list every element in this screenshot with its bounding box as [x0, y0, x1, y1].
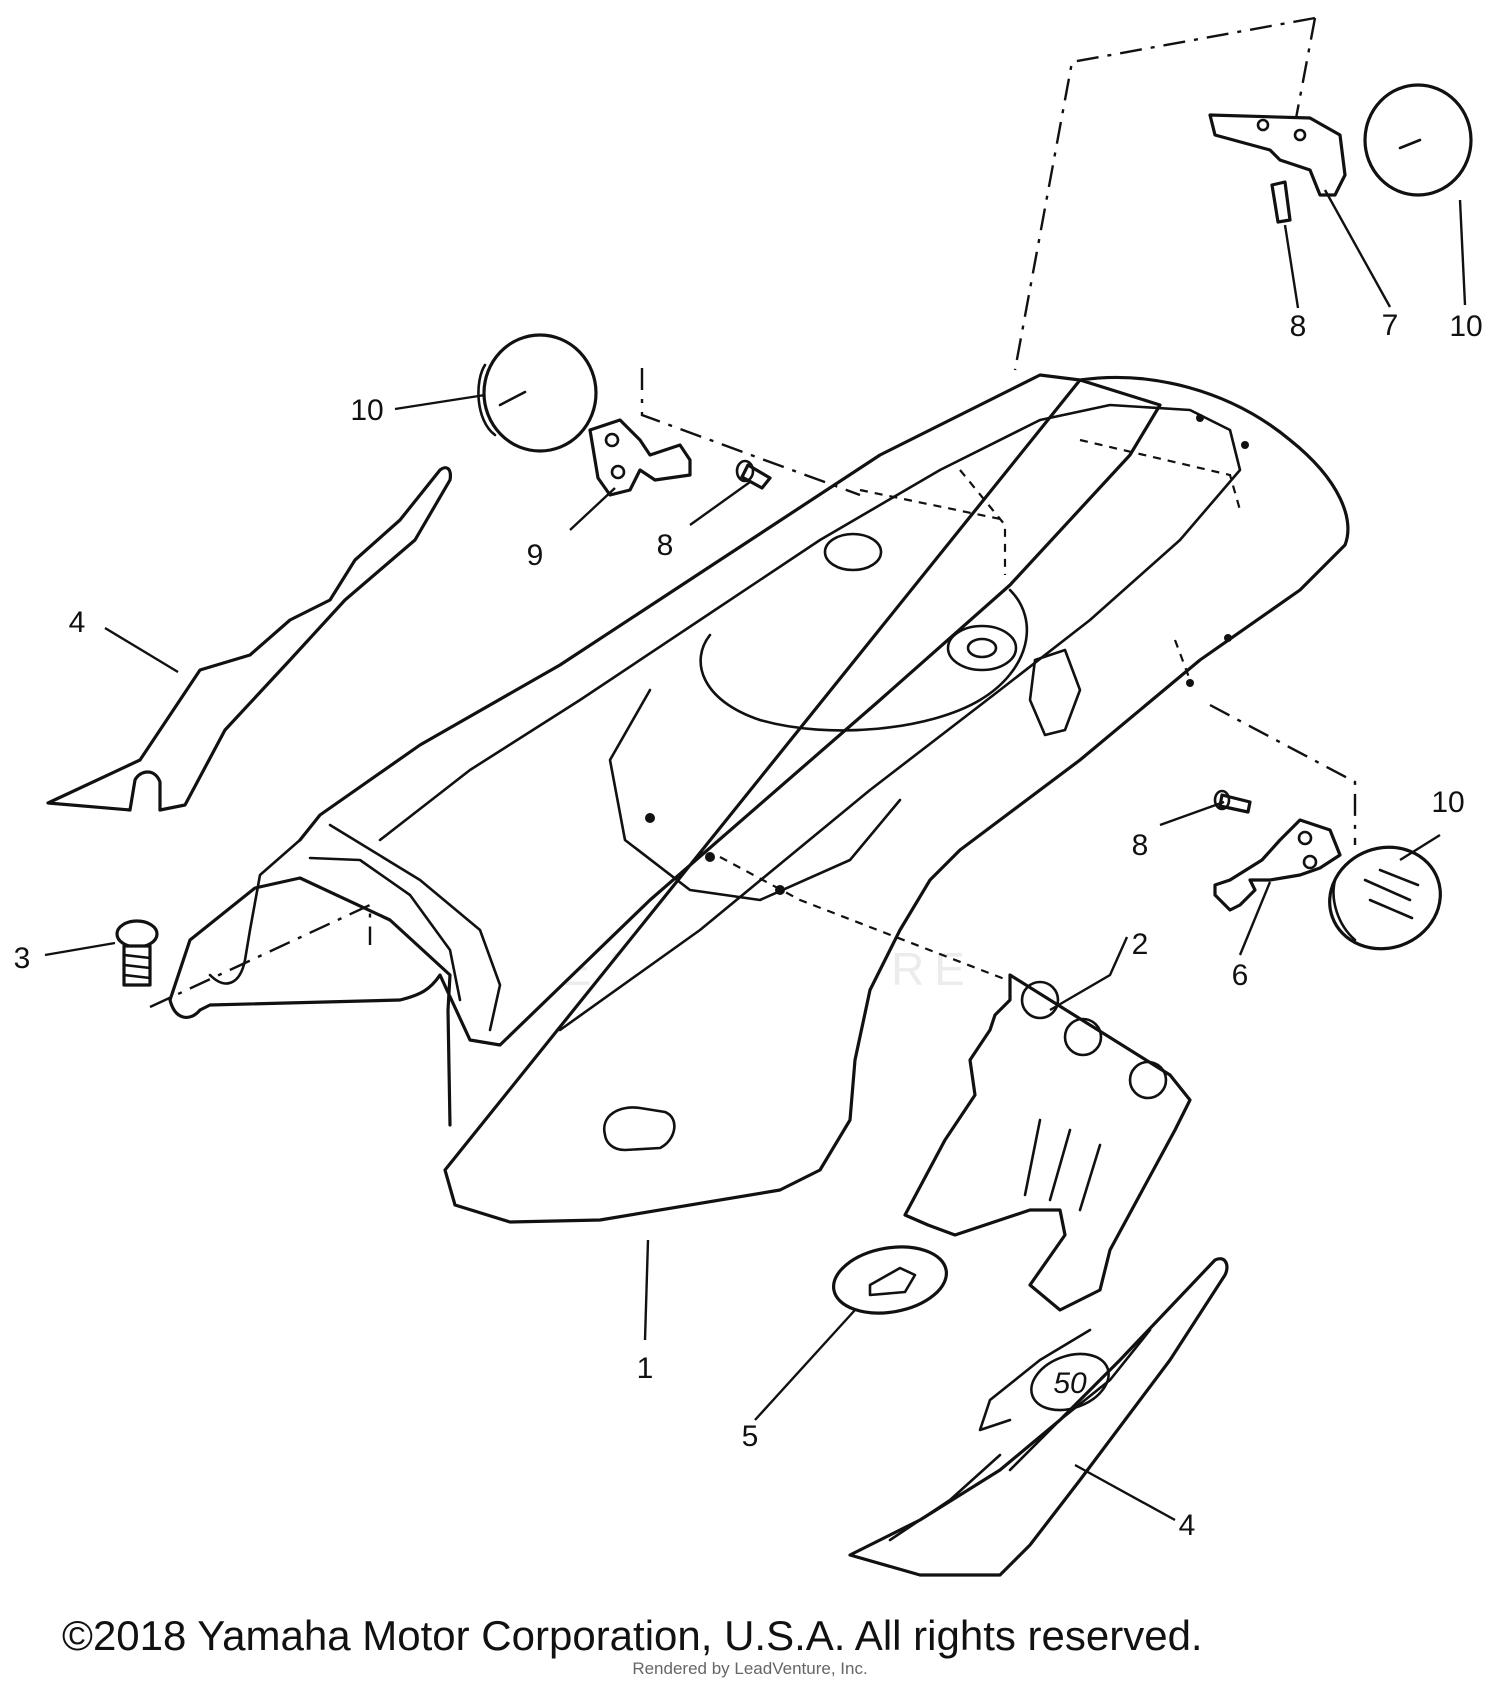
callout-5: 5 — [742, 1420, 759, 1453]
callout-1: 1 — [637, 1352, 654, 1385]
callout-10-left: 10 — [350, 394, 383, 427]
callout-4-left: 4 — [69, 606, 86, 639]
copyright-notice: ©2018 Yamaha Motor Corporation, U.S.A. A… — [62, 1612, 1203, 1659]
part-4-side-cover-left — [46, 466, 452, 812]
part-7-bracket — [1208, 113, 1347, 197]
part-10-reflector-left — [477, 333, 598, 453]
callout-10-top: 10 — [1449, 310, 1482, 343]
callout-10-right: 10 — [1431, 786, 1464, 819]
part-10-reflector-right — [1328, 845, 1442, 951]
part-4-decal-right: 50 — [848, 1257, 1229, 1577]
callout-3: 3 — [14, 942, 31, 975]
render-credit: Rendered by LeadVenture, Inc. — [632, 1659, 867, 1678]
part-10-reflector-top — [1363, 83, 1473, 197]
callout-4-right: 4 — [1179, 1509, 1196, 1542]
part-9-bracket — [588, 418, 692, 497]
callout-2: 2 — [1132, 928, 1149, 961]
part-5-grommet — [831, 1245, 949, 1315]
decal-emblem: 50 — [1030, 1352, 1110, 1412]
callout-8-right: 8 — [1132, 829, 1149, 862]
part-8-pin-middle — [735, 459, 772, 490]
callouts: 1 2 3 4 4 5 6 7 8 8 8 9 10 10 10 — [14, 309, 1483, 1542]
decal-text: 50 — [1053, 1367, 1087, 1400]
part-8-pin-top — [1270, 180, 1292, 224]
part-1-seat-frame — [168, 373, 1350, 1224]
leader-lines — [44, 189, 1467, 1522]
part-6-bracket — [1213, 818, 1342, 912]
part-8-pin-right — [1213, 789, 1252, 814]
callout-7: 7 — [1382, 309, 1399, 342]
part-2-plate — [903, 973, 1192, 1312]
callout-9: 9 — [527, 539, 544, 572]
callout-6: 6 — [1232, 959, 1249, 992]
callout-8-middle: 8 — [657, 529, 674, 562]
assembly-lines — [149, 16, 1357, 1009]
part-3-bolt — [115, 919, 159, 987]
callout-8-top: 8 — [1290, 310, 1307, 343]
